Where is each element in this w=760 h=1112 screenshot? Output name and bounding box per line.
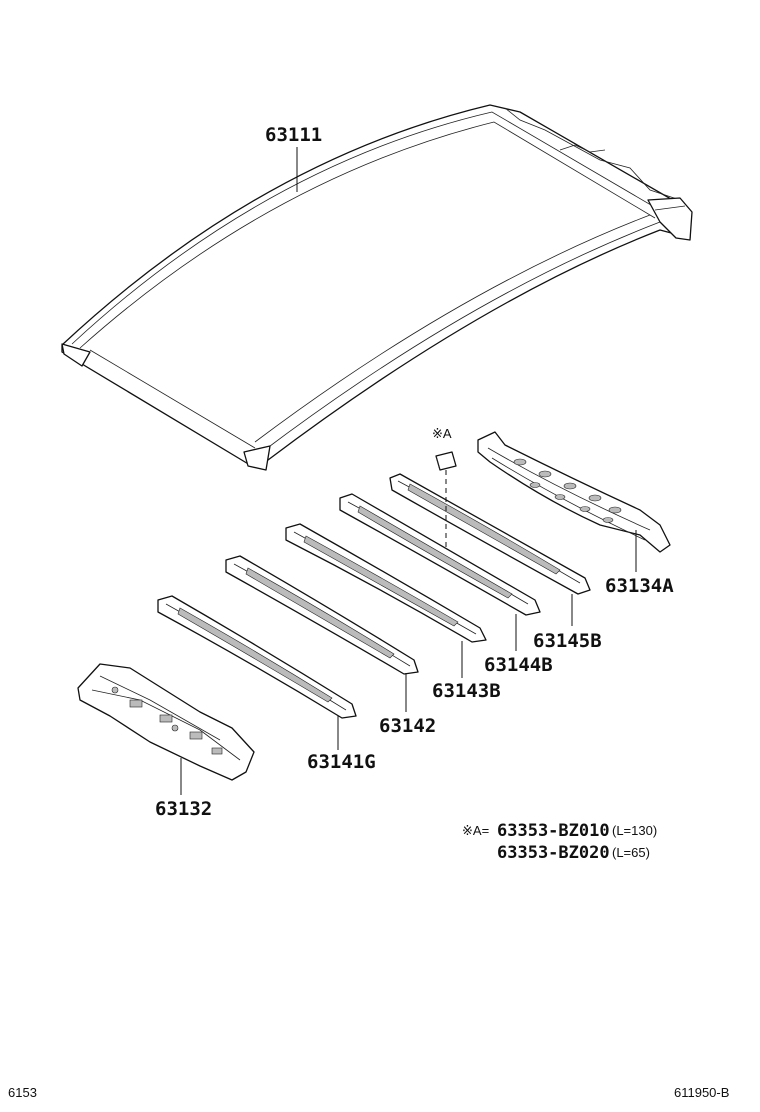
rear-header-63134A (477, 431, 671, 553)
note-line1-spec: (L=130) (612, 823, 657, 838)
footer-figure-code: 611950-B (674, 1085, 729, 1100)
label-63111: 63111 (265, 124, 322, 146)
label-63144B: 63144B (484, 654, 553, 676)
front-header-63132 (77, 663, 255, 781)
roof-bow-63144B (339, 493, 541, 616)
note-line2-spec: (L=65) (612, 845, 650, 860)
note-line1-part: 63353-BZ010 (497, 821, 610, 841)
label-63145B: 63145B (533, 630, 602, 652)
label-63141G: 63141G (307, 751, 376, 773)
clip-a (435, 451, 457, 471)
label-63143B: 63143B (432, 680, 501, 702)
note-prefix: ※A= (462, 823, 489, 838)
label-63132: 63132 (155, 798, 212, 820)
footer-page-code: 6153 (8, 1085, 37, 1100)
roof-bow-63143B (285, 523, 487, 643)
label-63142: 63142 (379, 715, 436, 737)
roof-bow-63141G (157, 595, 357, 719)
roof-panel-63111 (61, 104, 693, 471)
note-line2-part: 63353-BZ020 (497, 843, 610, 863)
roof-bow-63142 (225, 555, 419, 675)
label-63134A: 63134A (605, 575, 674, 597)
clip-note: ※A= 63353-BZ010 (L=130) 63353-BZ020 (L=6… (462, 821, 657, 863)
leader-lines (180, 147, 637, 795)
label-clip-a: ※A (432, 426, 452, 441)
